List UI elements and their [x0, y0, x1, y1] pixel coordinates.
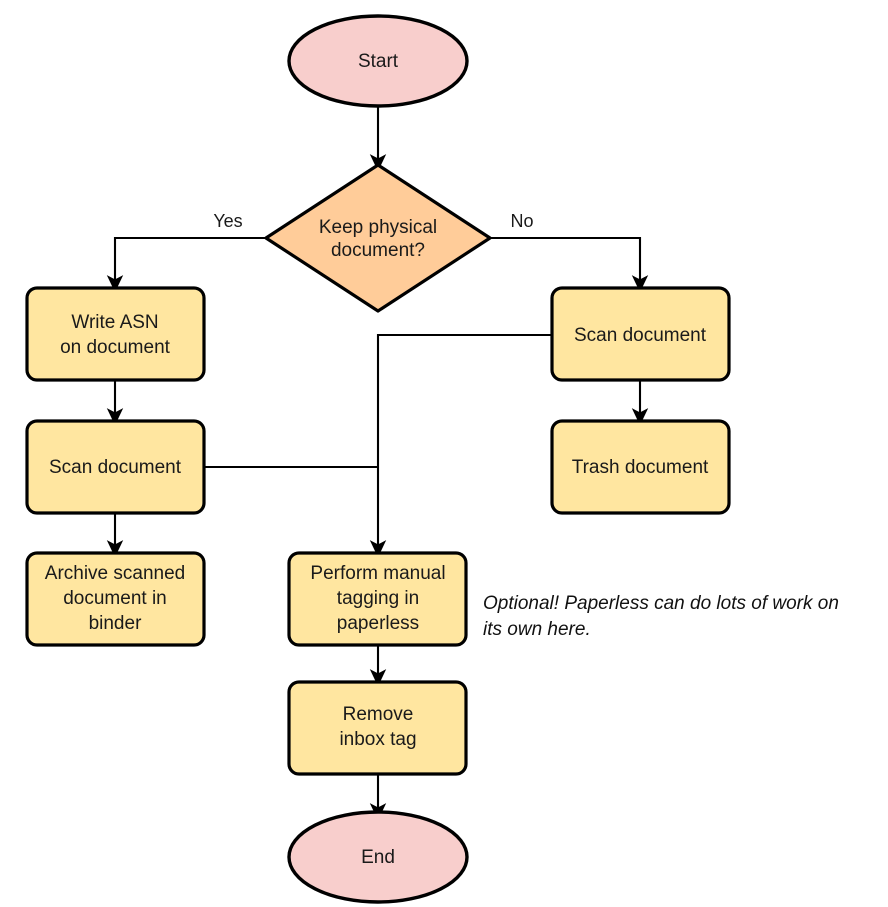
edge-label-no: No — [510, 211, 533, 231]
annotation-optional-note-line2: its own here. — [483, 619, 591, 640]
node-end-label: End — [361, 847, 395, 868]
annotation-optional-note-line1: Optional! Paperless can do lots of work … — [483, 593, 839, 614]
node-remove-inbox-label-line2: inbox tag — [339, 729, 416, 750]
node-trash-document-label: Trash document — [572, 457, 709, 478]
node-archive-label-line3: binder — [89, 613, 142, 634]
node-write-asn-on-document[interactable]: Write ASN on document — [25, 286, 206, 382]
annotation-optional-note: Optional! Paperless can do lots of work … — [483, 593, 839, 640]
node-write-asn-label-line1: Write ASN — [71, 312, 158, 333]
node-decision-label-line1: Keep physical — [319, 217, 437, 238]
node-archive-label-line1: Archive scanned — [45, 563, 185, 584]
node-start-label: Start — [358, 51, 399, 72]
node-write-asn-label-line2: on document — [60, 337, 171, 358]
node-decision-label-line2: document? — [331, 240, 425, 261]
node-archive-label-line2: document in — [63, 588, 167, 609]
node-scan-document-right[interactable]: Scan document — [550, 286, 731, 382]
node-scan-document-right-label: Scan document — [574, 325, 707, 346]
edge-decision-no-to-scan-right — [490, 236, 649, 293]
node-decision-keep-physical-document[interactable]: Keep physical document? — [264, 163, 492, 313]
edge-scan-right-to-tagging — [369, 333, 552, 558]
node-tagging-label-line3: paperless — [337, 613, 419, 634]
node-archive-scanned-document[interactable]: Archive scanned document in binder — [25, 551, 206, 647]
node-perform-manual-tagging[interactable]: Perform manual tagging in paperless — [287, 551, 468, 647]
node-remove-inbox-tag[interactable]: Remove inbox tag — [287, 680, 468, 776]
node-tagging-label-line2: tagging in — [337, 588, 419, 609]
node-scan-document-left[interactable]: Scan document — [25, 419, 206, 515]
edge-label-yes: Yes — [213, 211, 242, 231]
node-start[interactable]: Start — [287, 14, 469, 108]
node-scan-document-left-label: Scan document — [49, 457, 182, 478]
edge-decision-yes-to-write-asn — [106, 236, 266, 293]
node-tagging-label-line1: Perform manual — [310, 563, 445, 584]
node-end[interactable]: End — [287, 810, 469, 904]
node-remove-inbox-label-line1: Remove — [343, 704, 414, 725]
node-trash-document[interactable]: Trash document — [550, 419, 731, 515]
